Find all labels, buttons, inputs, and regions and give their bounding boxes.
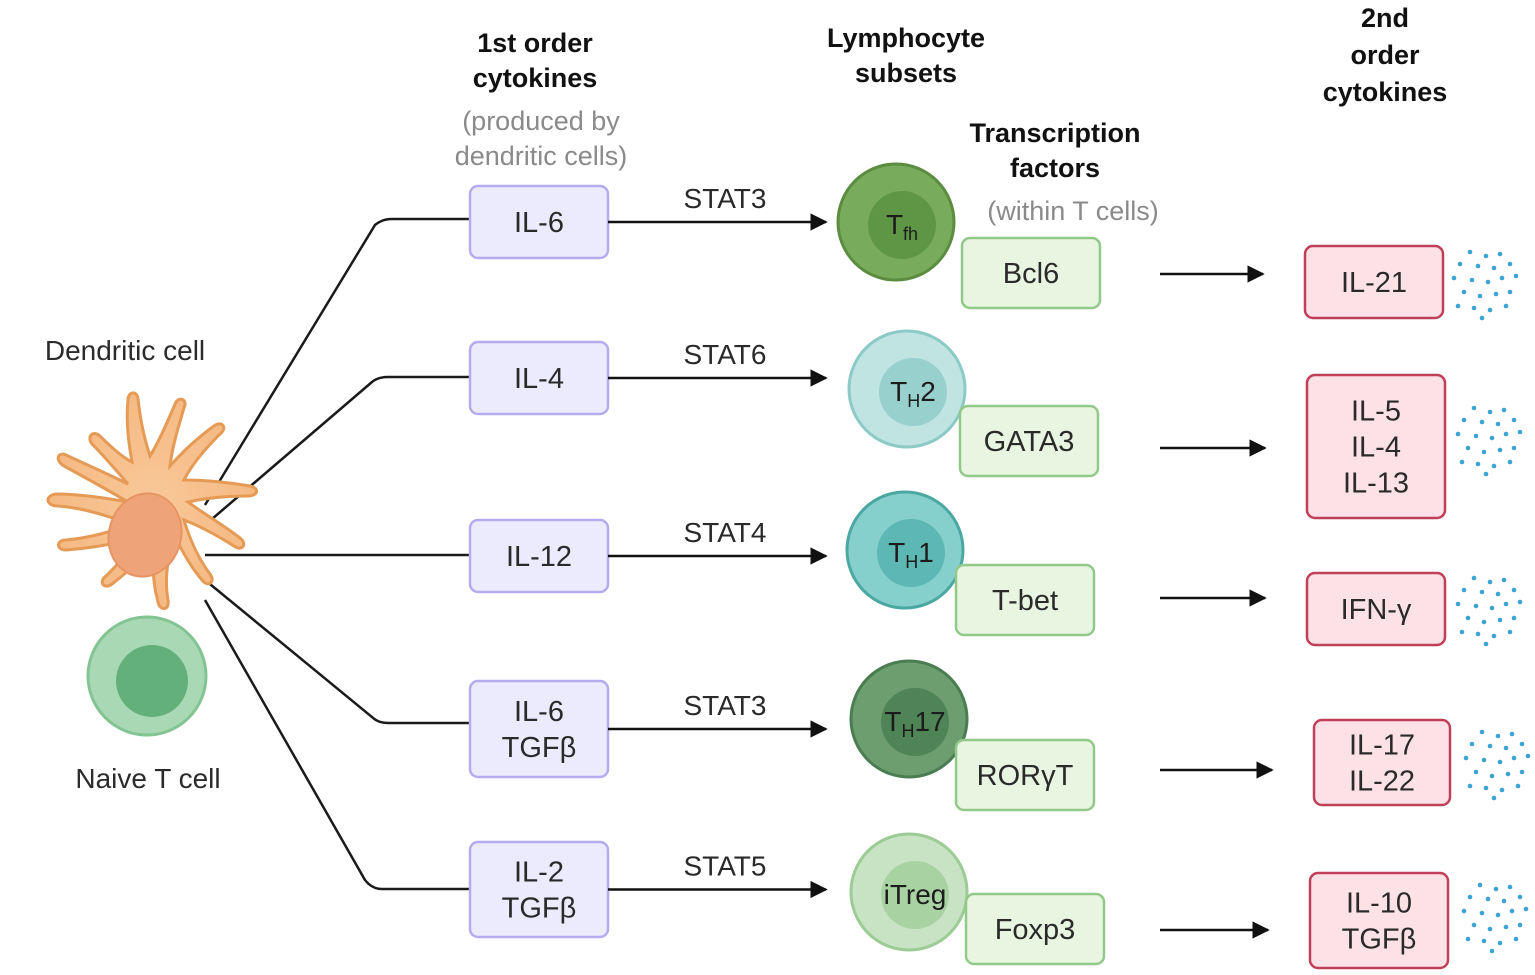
lymphocyte-subset-label: iTreg <box>884 879 947 910</box>
first-order-cytokine-label: IL-6 <box>514 207 564 239</box>
header-first-order-cytokines: 1st order cytokines (produced by dendrit… <box>455 28 628 171</box>
header-subsets-line2: subsets <box>855 58 957 88</box>
first-order-cytokine-label: TGFβ <box>502 893 577 925</box>
second-order-cytokine-label: IFN-γ <box>1341 594 1412 626</box>
secretion-dots-icon <box>1461 882 1529 954</box>
dendritic-cell <box>46 391 258 610</box>
first-order-cytokine-label: IL-6 <box>514 696 564 728</box>
stat-label: STAT6 <box>684 339 767 370</box>
second-order-cytokine-box <box>1312 718 1452 807</box>
transcription-factor-label: Bcl6 <box>1003 258 1059 290</box>
header-first-order-line1: 1st order <box>477 28 593 58</box>
connector-line <box>203 599 470 891</box>
second-order-cytokine-label: TGFβ <box>1342 924 1417 956</box>
connector-line <box>204 375 470 526</box>
second-order-cytokine-box <box>1305 373 1447 520</box>
lymphocyte-subset-nucleus <box>868 191 936 259</box>
header-lymphocyte-subsets: Lymphocyte subsets <box>827 23 985 88</box>
header-first-order-note-line1: (produced by <box>462 106 620 136</box>
naive-t-cell-label: Naive T cell <box>75 763 220 794</box>
lymphocyte-subset-nucleus <box>881 861 949 929</box>
header-transcription-line2: factors <box>1010 153 1100 183</box>
transcription-factor-box <box>954 563 1096 637</box>
first-order-cytokine-label: TGFβ <box>502 732 577 764</box>
lymphocyte-subset-label: TH1 <box>888 537 934 572</box>
naive-t-cell-nucleus <box>116 645 188 717</box>
second-order-cytokine-label: IL-4 <box>1351 432 1401 464</box>
transcription-factor-label: GATA3 <box>984 426 1075 458</box>
transcription-factor-label: RORγT <box>977 760 1074 792</box>
header-transcription-line1: Transcription <box>969 118 1140 148</box>
second-order-cytokine-label: IL-17 <box>1349 730 1415 762</box>
stat-label: STAT3 <box>684 690 767 721</box>
dendritic-cell-label: Dendritic cell <box>45 335 205 366</box>
secretion-dots-icon <box>1455 575 1523 647</box>
header-second-order-cytokines: 2nd order cytokines <box>1323 3 1448 107</box>
lymphocyte-subset-label: TH17 <box>884 706 945 741</box>
header-subsets-line1: Lymphocyte <box>827 23 985 53</box>
transcription-factor-box <box>954 738 1096 812</box>
naive-t-cell <box>86 615 208 737</box>
first-order-cytokine-label: IL-12 <box>506 541 572 573</box>
lymphocyte-subset-nucleus <box>877 519 945 587</box>
lymphocyte-subset-label: Tfh <box>886 209 918 244</box>
lymphocyte-subset-nucleus <box>881 688 949 756</box>
header-second-order-line3: cytokines <box>1323 77 1448 107</box>
lymphocyte-subset-label: TH2 <box>890 376 936 411</box>
header-transcription-note: (within T cells) <box>987 196 1159 226</box>
transcription-factor-box <box>960 236 1102 310</box>
transcription-factor-label: T-bet <box>992 585 1058 617</box>
lymphocyte-subset-nucleus <box>879 358 947 426</box>
connector-line <box>204 579 470 725</box>
transcription-factor-box <box>958 404 1100 478</box>
second-order-cytokine-box <box>1305 571 1447 647</box>
second-order-cytokine-label: IL-22 <box>1349 766 1415 798</box>
header-first-order-line2: cytokines <box>473 63 598 93</box>
connector-lines <box>203 217 470 891</box>
first-order-cytokine-label: IL-2 <box>514 857 564 889</box>
header-second-order-line2: order <box>1350 40 1420 70</box>
second-order-cytokine-label: IL-21 <box>1341 267 1407 299</box>
header-transcription-factors: Transcription factors (within T cells) <box>969 118 1158 226</box>
header-first-order-note-line2: dendritic cells) <box>455 141 628 171</box>
second-order-cytokine-box <box>1303 244 1445 320</box>
second-order-cytokine-label: IL-13 <box>1343 468 1409 500</box>
transcription-factor-label: Foxp3 <box>995 914 1076 946</box>
secretion-dots-icon <box>1455 405 1523 477</box>
stat-label: STAT4 <box>684 517 767 548</box>
secretion-dots-icon <box>1463 729 1531 801</box>
second-order-cytokine-box <box>1308 871 1450 970</box>
stat-label: STAT5 <box>684 851 767 882</box>
transcription-factor-box <box>964 892 1106 966</box>
connector-line <box>203 217 470 506</box>
second-order-cytokine-label: IL-10 <box>1346 888 1412 920</box>
stat-label: STAT3 <box>684 183 767 214</box>
header-second-order-line1: 2nd <box>1361 3 1409 33</box>
first-order-cytokine-label: IL-4 <box>514 363 564 395</box>
dendritic-cell-nucleus <box>107 492 183 578</box>
secretion-dots-icon <box>1451 249 1519 321</box>
second-order-cytokine-label: IL-5 <box>1351 396 1401 428</box>
